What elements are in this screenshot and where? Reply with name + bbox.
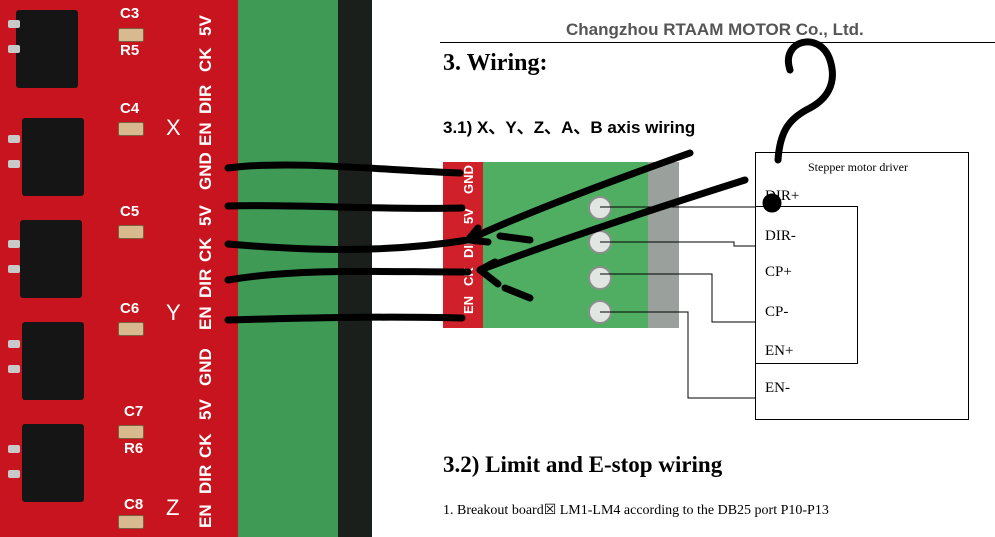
driver-terminal-bracket — [755, 206, 858, 364]
driver-terminal-label: CP+ — [765, 264, 792, 280]
component-label: C8 — [124, 496, 144, 513]
chip-pin — [8, 45, 20, 53]
optocoupler-chip — [22, 424, 84, 502]
terminal-screw — [588, 196, 612, 220]
axis-letter-y: Y — [166, 300, 181, 325]
wiring-lines — [600, 206, 755, 399]
header-rule — [440, 42, 995, 43]
terminal-screw — [588, 266, 612, 290]
chip-pin — [8, 265, 20, 273]
chip-pin — [8, 160, 20, 168]
capacitor — [118, 425, 144, 439]
component-label: C5 — [120, 203, 140, 220]
driver-terminal-label: EN- — [765, 380, 790, 396]
driver-terminal-label: EN+ — [765, 343, 794, 359]
component-label: C6 — [120, 300, 140, 317]
connector-housing — [648, 162, 679, 328]
company-header: Changzhou RTAAM MOTOR Co., Ltd. — [566, 20, 864, 39]
capacitor — [118, 28, 144, 42]
component-label: C3 — [120, 5, 140, 22]
component-label: R5 — [120, 42, 140, 59]
chip-pin — [8, 445, 20, 453]
capacitor — [118, 515, 144, 529]
optocoupler-chip — [22, 322, 84, 400]
chip-pin — [8, 240, 20, 248]
driver-title: Stepper motor driver — [808, 160, 908, 174]
optocoupler-chip — [16, 10, 78, 88]
component-label: C7 — [124, 403, 144, 420]
capacitor — [118, 322, 144, 336]
marker-strokes — [224, 38, 836, 324]
chip-pin — [8, 20, 20, 28]
component-label: C4 — [120, 100, 140, 117]
driver-terminal-label: DIR- — [765, 228, 796, 244]
chip-pin — [8, 365, 20, 373]
chip-pin — [8, 340, 20, 348]
connector-photo: GND 5V DIR CK EN — [443, 162, 679, 328]
subsection-heading-limit-estop: 3.2) Limit and E-stop wiring — [443, 452, 723, 477]
axis-letter-x: X — [166, 115, 181, 140]
component-label: R6 — [124, 440, 144, 457]
driver-terminal-label: CP- — [765, 304, 789, 320]
chip-pin — [8, 135, 20, 143]
optocoupler-chip — [20, 220, 82, 298]
chip-pin — [8, 470, 20, 478]
axis-letter-z: Z — [166, 495, 180, 520]
paragraph-breakout-board: 1. Breakout board☒ LM1-LM4 according to … — [443, 503, 829, 518]
stepper-driver-box — [755, 152, 969, 420]
section-heading-wiring: 3. Wiring: — [443, 50, 548, 76]
capacitor — [118, 225, 144, 239]
optocoupler-chip — [22, 118, 84, 196]
capacitor — [118, 122, 144, 136]
subsection-heading-axis-wiring: 3.1) X、Y、Z、A、B axis wiring — [443, 118, 696, 137]
